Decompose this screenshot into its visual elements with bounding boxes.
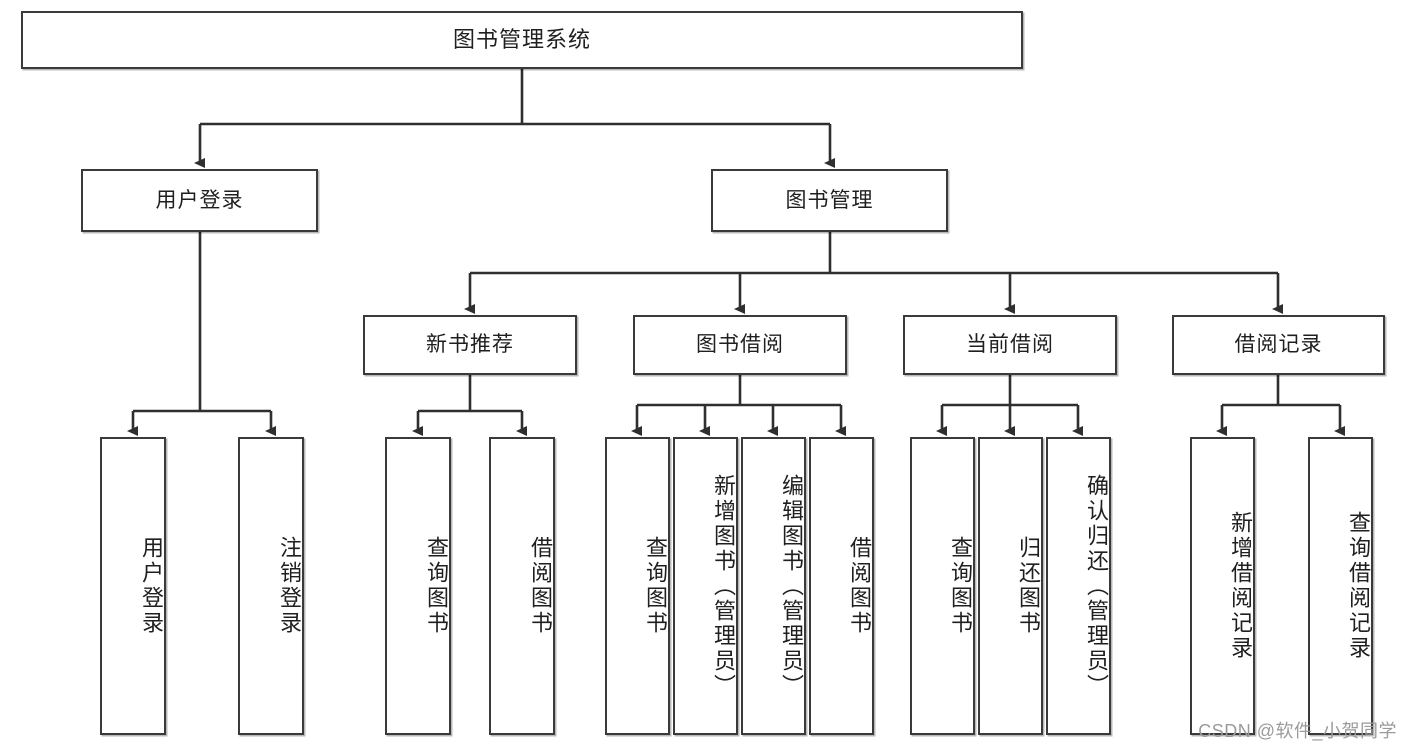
node-current-borrow[interactable]: 当前借阅 <box>903 315 1117 375</box>
node-leaf-query-book-2[interactable]: 查询图书 <box>605 437 670 735</box>
node-leaf-add-book[interactable]: 新增图书（管理员） <box>673 437 738 735</box>
node-leaf-borrow-book-2[interactable]: 借阅图书 <box>809 437 874 735</box>
node-leaf-return-book[interactable]: 归还图书 <box>978 437 1043 735</box>
node-leaf-query-book-1[interactable]: 查询图书 <box>385 437 451 735</box>
node-leaf-confirm-return[interactable]: 确认归还（管理员） <box>1046 437 1111 735</box>
node-label: 借阅图书 <box>847 536 872 636</box>
node-label: 当前借阅 <box>966 333 1054 357</box>
node-label: 图书借阅 <box>696 333 784 357</box>
node-label: 查询图书 <box>643 536 668 636</box>
node-user-login[interactable]: 用户登录 <box>81 169 318 232</box>
node-label: 用户登录 <box>139 536 164 636</box>
node-leaf-borrow-book-1[interactable]: 借阅图书 <box>489 437 555 735</box>
node-label: 借阅记录 <box>1234 333 1323 357</box>
node-root-system[interactable]: 图书管理系统 <box>21 11 1023 69</box>
node-leaf-logout[interactable]: 注销登录 <box>238 437 304 735</box>
node-label: 查询借阅记录 <box>1346 511 1371 661</box>
node-label: 确认归还（管理员） <box>1084 473 1109 699</box>
node-label: 新增图书（管理员） <box>711 473 736 699</box>
node-borrow-record[interactable]: 借阅记录 <box>1172 315 1385 375</box>
node-leaf-query-record[interactable]: 查询借阅记录 <box>1308 437 1373 735</box>
node-leaf-add-record[interactable]: 新增借阅记录 <box>1190 437 1255 735</box>
node-label: 注销登录 <box>277 536 302 636</box>
node-label: 新增借阅记录 <box>1228 511 1253 661</box>
node-label: 图书管理系统 <box>452 26 591 52</box>
node-leaf-user-login[interactable]: 用户登录 <box>100 437 166 735</box>
node-label: 借阅图书 <box>528 536 553 636</box>
node-leaf-query-book-3[interactable]: 查询图书 <box>910 437 975 735</box>
node-label: 编辑图书（管理员） <box>779 473 804 699</box>
node-label: 新书推荐 <box>426 333 514 357</box>
node-book-management[interactable]: 图书管理 <box>711 169 948 232</box>
node-label: 查询图书 <box>424 536 449 636</box>
node-book-borrow[interactable]: 图书借阅 <box>633 315 847 375</box>
node-label: 查询图书 <box>948 536 973 636</box>
csdn-watermark: CSDN @软件_小贺同学 <box>1198 721 1397 741</box>
node-new-book-recommend[interactable]: 新书推荐 <box>363 315 577 375</box>
node-label: 用户登录 <box>155 188 244 212</box>
node-label: 归还图书 <box>1016 536 1041 636</box>
node-label: 图书管理 <box>785 188 874 212</box>
node-leaf-edit-book[interactable]: 编辑图书（管理员） <box>741 437 806 735</box>
